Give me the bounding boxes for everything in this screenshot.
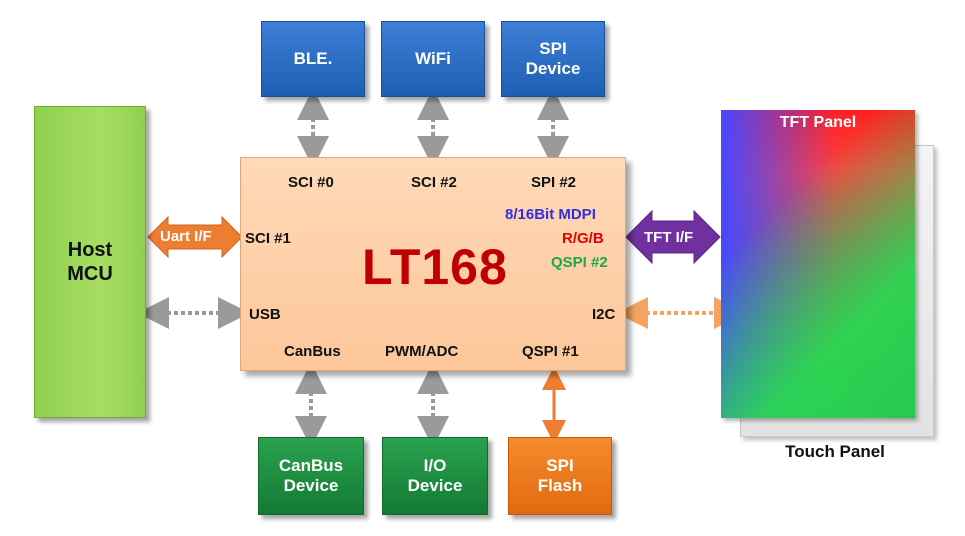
io-device-line2: Device	[407, 476, 463, 495]
sci2-port: SCI #2	[411, 174, 457, 191]
qspi1-port: QSPI #1	[522, 343, 579, 360]
tft-panel: TFT Panel	[721, 110, 915, 418]
spi-device-label-line2: Device	[525, 59, 581, 78]
tft-arrow	[625, 209, 721, 265]
wifi-label: WiFi	[415, 48, 451, 68]
ble-label: BLE.	[293, 48, 333, 68]
canbus-device-module: CanBus Device	[258, 437, 364, 515]
pwm-adc-port: PWM/ADC	[385, 343, 459, 360]
io-device-module: I/O Device	[382, 437, 488, 515]
lt168-chip	[240, 157, 626, 371]
tft-panel-title: TFT Panel	[779, 114, 857, 131]
qspi2-port: QSPI #2	[551, 254, 608, 271]
tft-if-label: TFT I/F	[644, 229, 694, 246]
usb-port: USB	[249, 306, 281, 323]
tft-gradient	[721, 110, 915, 418]
spi-flash-line1: SPI	[546, 455, 574, 475]
host-label-line1: Host	[67, 239, 113, 261]
spi-device-label-line1: SPI	[539, 38, 567, 58]
host-mcu: Host MCU	[34, 106, 146, 418]
mdpi-port: 8/16Bit MDPI	[505, 206, 596, 223]
chip-title: LT168	[362, 239, 508, 295]
canbus-device-line2: Device	[283, 476, 339, 495]
host-label-line2: MCU	[67, 263, 113, 285]
spi-flash-line2: Flash	[537, 476, 583, 495]
canbus-port: CanBus	[284, 343, 341, 360]
canbus-device-line1: CanBus	[278, 455, 344, 475]
io-device-line1: I/O	[423, 455, 447, 475]
sci1-port: SCI #1	[245, 230, 291, 247]
i2c-port: I2C	[592, 306, 616, 323]
rgb-port: R/G/B	[562, 230, 604, 247]
spi2-port: SPI #2	[531, 174, 577, 191]
wifi-module: WiFi	[381, 21, 485, 97]
ble-module: BLE.	[261, 21, 365, 97]
sci0-port: SCI #0	[288, 174, 334, 191]
touch-panel-label: Touch Panel	[785, 441, 885, 461]
spi-flash-module: SPI Flash	[508, 437, 612, 515]
spi-device-module: SPI Device	[501, 21, 605, 97]
uart-label: Uart I/F	[160, 228, 212, 245]
